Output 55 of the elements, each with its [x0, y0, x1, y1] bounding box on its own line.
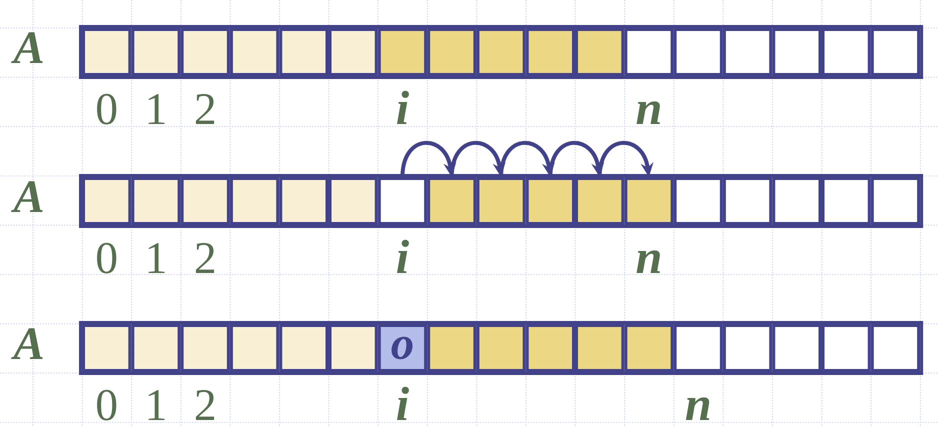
index-label: 0	[97, 242, 116, 274]
array-cell	[230, 177, 280, 225]
array-cell	[822, 28, 871, 76]
array-cell	[476, 324, 526, 372]
array-cell	[427, 324, 476, 372]
array-cell	[230, 324, 280, 372]
array-cell: o	[378, 324, 428, 372]
index-label: 2	[196, 390, 214, 420]
array-cell	[279, 177, 328, 225]
array-cell	[328, 28, 378, 76]
index-label: i	[397, 386, 409, 420]
array-name: A	[11, 181, 45, 212]
array-cell	[526, 324, 575, 372]
index-label: 1	[148, 243, 165, 273]
array-cell	[870, 28, 920, 76]
array-cell	[575, 28, 624, 76]
array-cell	[822, 177, 871, 225]
array-cell	[328, 177, 378, 225]
array-cell	[772, 177, 822, 225]
index-label: 1	[148, 94, 165, 124]
array-cell	[624, 324, 674, 372]
array-cell	[870, 177, 920, 225]
index-label: 1	[148, 390, 165, 420]
array-cell	[427, 177, 476, 225]
index-label: n	[636, 101, 660, 124]
array-cell	[822, 324, 871, 372]
array-cell	[476, 28, 526, 76]
array-cell	[722, 324, 772, 372]
array-cell	[722, 177, 772, 225]
index-label: 0	[97, 390, 116, 420]
array-cell	[279, 324, 328, 372]
array-name: A	[11, 32, 45, 63]
array-cell	[575, 324, 624, 372]
index-label: n	[636, 250, 660, 273]
index-label: i	[397, 90, 409, 124]
array-name: A	[11, 328, 45, 359]
array-cell	[722, 28, 772, 76]
array-cell	[674, 177, 723, 225]
index-label: 2	[196, 94, 214, 124]
array-cell	[575, 177, 624, 225]
index-label: n	[686, 397, 710, 420]
array-cell	[772, 324, 822, 372]
array-cell	[870, 324, 920, 372]
index-label: 2	[196, 242, 214, 273]
array-cell	[772, 28, 822, 76]
array-cell	[230, 28, 280, 76]
index-label: 0	[97, 94, 116, 124]
array-cell	[427, 28, 476, 76]
array-cell	[279, 28, 328, 76]
index-label: i	[397, 240, 409, 273]
array-cell	[674, 28, 723, 76]
array-cell	[526, 177, 575, 225]
array-cell	[526, 28, 575, 76]
array-cell	[476, 177, 526, 225]
array-cell	[328, 324, 378, 372]
